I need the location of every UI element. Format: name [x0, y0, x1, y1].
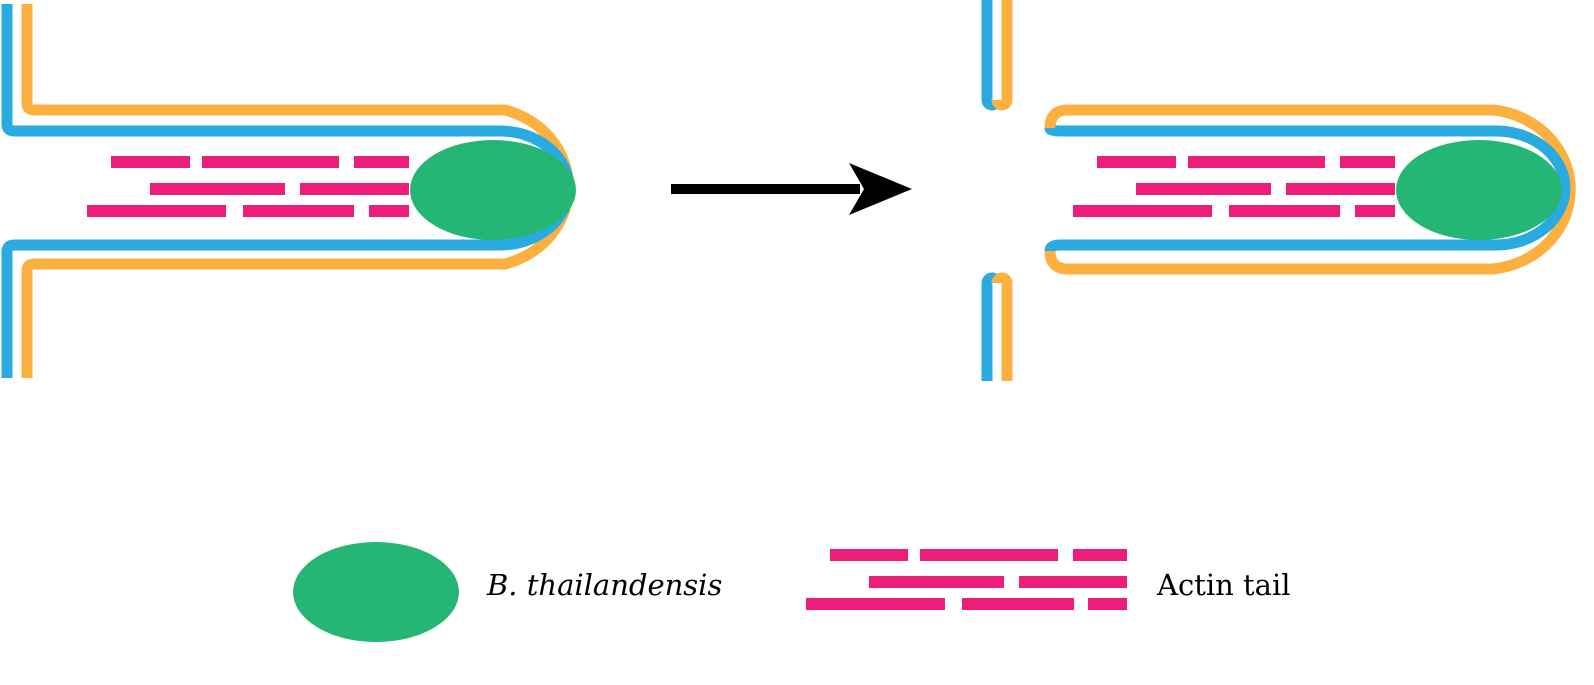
legend-bacterium-label: B. thailandensis: [487, 568, 723, 602]
actin-filament: [1073, 205, 1212, 217]
actin-filament: [806, 598, 945, 610]
right-panel: [981, 0, 1576, 381]
actin-filament: [1019, 576, 1127, 588]
actin-filament: [354, 156, 409, 168]
lower-membrane-stub: [981, 272, 1013, 381]
actin-filament: [1286, 183, 1395, 195]
actin-filament: [1340, 156, 1395, 168]
actin-filament: [243, 205, 354, 217]
legend-actin-swatch: [806, 549, 1127, 610]
right-inner-membrane: [1044, 124, 1571, 252]
left-bacterium: [410, 140, 576, 240]
actin-filament: [111, 156, 190, 168]
actin-filament: [150, 183, 285, 195]
legend: [293, 542, 1127, 642]
left-actin-tail: [87, 156, 409, 217]
actin-filament: [202, 156, 339, 168]
actin-filament: [830, 549, 908, 561]
actin-filament: [1088, 598, 1127, 610]
actin-filament: [300, 183, 409, 195]
right-actin-tail: [1073, 156, 1395, 217]
actin-filament: [1188, 156, 1325, 168]
actin-filament: [1229, 205, 1340, 217]
actin-filament: [87, 205, 226, 217]
actin-filament: [962, 598, 1074, 610]
actin-filament: [869, 576, 1004, 588]
actin-filament: [920, 549, 1058, 561]
upper-stub-inner: [981, 0, 1003, 111]
left-panel: [1, 4, 576, 378]
arrow-head: [849, 163, 912, 215]
actin-filament: [1097, 156, 1176, 168]
right-bacterium: [1396, 140, 1562, 240]
transition-arrow: [671, 163, 912, 215]
upper-membrane-stub: [981, 0, 1013, 111]
legend-bacterium-swatch: [293, 542, 459, 642]
actin-filament: [1073, 549, 1127, 561]
lower-stub-outer: [991, 272, 1013, 381]
actin-filament: [1136, 183, 1271, 195]
actin-filament: [369, 205, 409, 217]
legend-actin-label: Actin tail: [1157, 568, 1291, 602]
upper-stub-outer: [991, 0, 1013, 111]
actin-filament: [1355, 205, 1395, 217]
lower-stub-inner: [981, 272, 1003, 381]
